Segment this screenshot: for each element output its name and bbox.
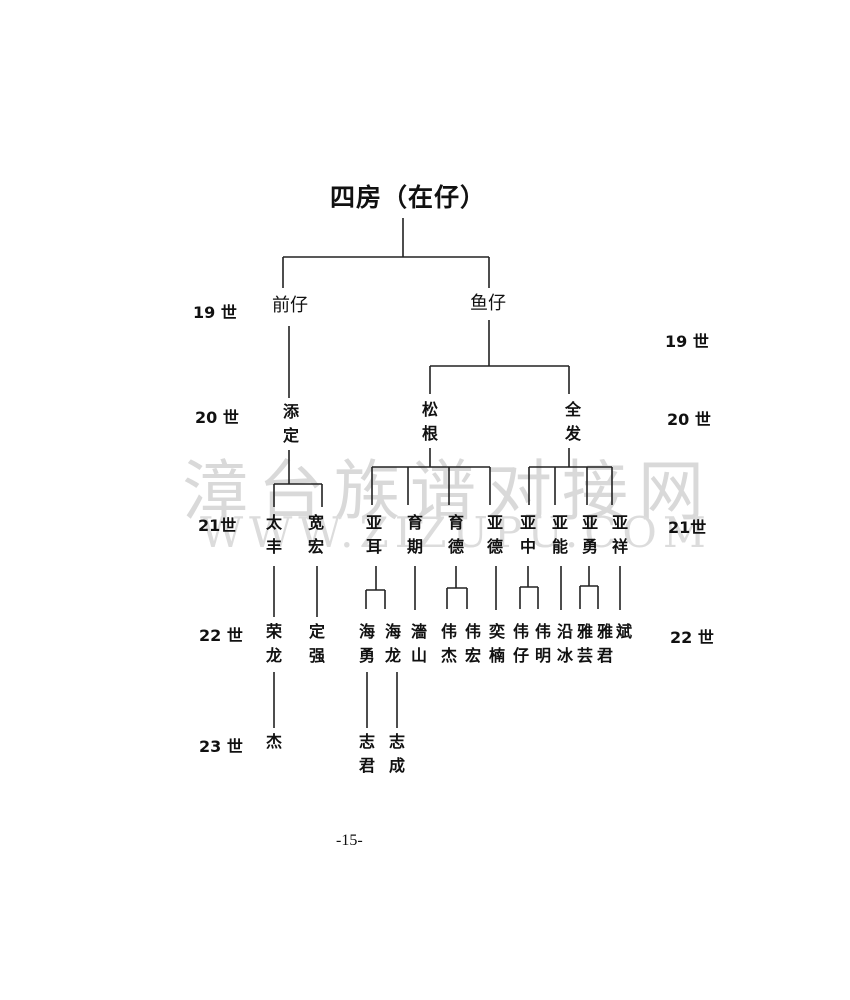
person-tianding: 添 定 [282, 402, 299, 445]
generation-label-21: 21世 [198, 516, 237, 535]
page-title: 四房（在仔） [330, 183, 487, 212]
person-yade: 亚 德 [486, 513, 503, 556]
person-yajun: 雅 君 [596, 622, 613, 665]
person-yayong: 亚 勇 [581, 513, 598, 556]
generation-label-22: 22 世 [199, 626, 243, 645]
page-number: -15- [336, 832, 363, 849]
person-yuzai: 鱼仔 [470, 293, 506, 314]
person-zhijun: 志 君 [358, 732, 375, 775]
generation-label-21-right: 21世 [668, 518, 707, 537]
person-yayun: 雅 芸 [576, 622, 593, 665]
generation-label-23: 23 世 [199, 737, 243, 756]
person-zhicheng: 志 成 [388, 732, 405, 775]
person-qianzai: 前仔 [272, 295, 308, 316]
person-weizai: 伟 仔 [512, 622, 529, 665]
generation-label-20: 20 世 [195, 408, 239, 427]
person-yazhong: 亚 中 [519, 513, 536, 556]
person-bin: 斌 [615, 622, 632, 641]
person-yanbing: 沿 冰 [556, 622, 573, 665]
person-hailong: 海 龙 [384, 622, 401, 665]
person-weiming: 伟 明 [534, 622, 551, 665]
person-yaer: 亚 耳 [365, 513, 382, 556]
person-haiyong: 海 勇 [358, 622, 375, 665]
person-yaxiang: 亚 祥 [611, 513, 628, 556]
person-weihong: 伟 宏 [464, 622, 481, 665]
generation-label-19-right: 19 世 [665, 332, 709, 351]
person-dingqiang: 定 强 [308, 622, 325, 665]
person-quanfa: 全 发 [564, 400, 581, 443]
person-yaneng: 亚 能 [551, 513, 568, 556]
generation-label-19: 19 世 [193, 303, 237, 322]
person-yuqi: 育 期 [406, 513, 423, 556]
watermark-text: 漳台族谱对接网 [182, 453, 714, 530]
person-jie: 杰 [265, 732, 282, 751]
person-kuanhong: 宽 宏 [307, 513, 324, 556]
person-ronglong: 荣 龙 [265, 622, 282, 665]
person-songgen: 松 根 [421, 400, 438, 443]
person-yude: 育 德 [447, 513, 464, 556]
generation-label-20-right: 20 世 [667, 410, 711, 429]
watermark-url: WWW.ZIZUPU.COM [200, 508, 712, 557]
person-runshan: 濇 山 [410, 622, 427, 665]
person-weijie: 伟 杰 [440, 622, 457, 665]
generation-label-22-right: 22 世 [670, 628, 714, 647]
person-taifeng: 太 丰 [265, 513, 282, 556]
person-yinan: 奕 楠 [488, 622, 505, 665]
